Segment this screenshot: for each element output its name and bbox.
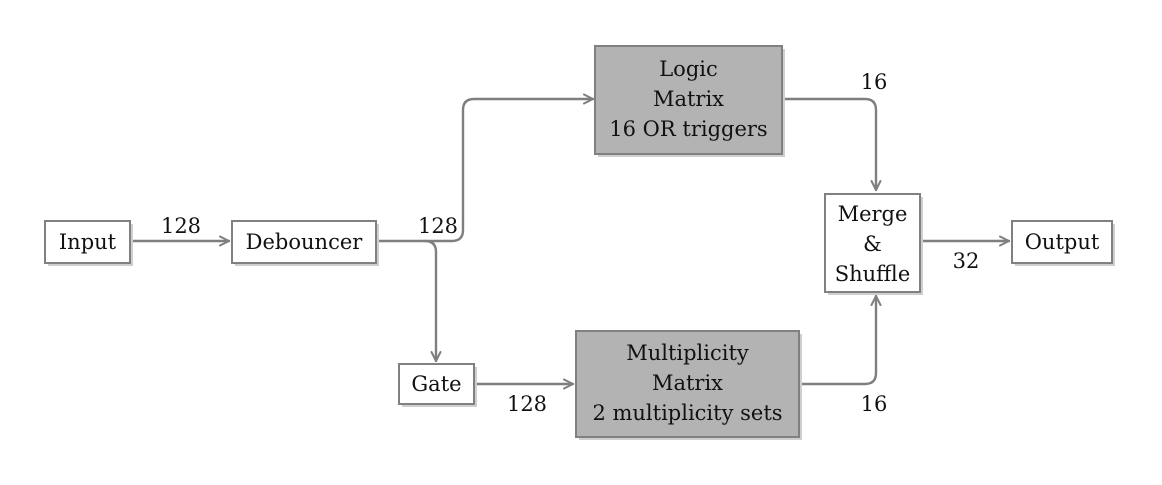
edge-label-debouncer-out: 128 bbox=[418, 214, 458, 238]
edge-label-merge-to-output: 32 bbox=[953, 249, 980, 273]
node-output-box bbox=[1011, 220, 1113, 264]
edge-label-input-to-debouncer: 128 bbox=[161, 214, 201, 238]
node-multiplicity-matrix-line-1: Multiplicity bbox=[626, 341, 749, 365]
node-merge-shuffle-line-3: Shuffle bbox=[835, 262, 911, 286]
node-merge-shuffle: Merge & Shuffle bbox=[824, 193, 923, 295]
edges bbox=[129, 93, 1011, 390]
edge-debouncer-to-gate bbox=[423, 239, 442, 363]
node-merge-shuffle-line-1: Merge bbox=[838, 202, 908, 226]
node-debouncer: Debouncer bbox=[231, 220, 379, 266]
edge-label-multiplicity-to-merge: 16 bbox=[861, 392, 888, 416]
edge-multiplicity-matrix-to-merge bbox=[800, 294, 882, 386]
node-input-label: Input bbox=[59, 230, 117, 254]
node-output-label: Output bbox=[1025, 230, 1100, 254]
node-debouncer-label: Debouncer bbox=[246, 230, 364, 254]
edge-debouncer-to-logic-matrix bbox=[376, 93, 595, 243]
edge-logic-matrix-to-merge bbox=[782, 97, 882, 192]
node-gate: Gate bbox=[398, 363, 477, 407]
edge-label-logic-to-merge: 16 bbox=[861, 70, 888, 94]
node-multiplicity-matrix: Multiplicity Matrix 2 multiplicity sets bbox=[575, 330, 802, 440]
node-logic-matrix-line-3: 16 OR triggers bbox=[609, 117, 767, 141]
node-output: Output bbox=[1011, 220, 1115, 266]
edge-labels: 128 128 128 16 16 32 bbox=[161, 70, 979, 416]
node-merge-shuffle-line-2: & bbox=[863, 232, 882, 256]
node-multiplicity-matrix-line-3: 2 multiplicity sets bbox=[592, 401, 782, 425]
node-logic-matrix-box bbox=[594, 45, 783, 155]
node-input-box bbox=[44, 220, 131, 264]
edge-label-gate-to-multiplicity: 128 bbox=[507, 392, 547, 416]
node-debouncer-box bbox=[231, 220, 377, 264]
node-gate-box bbox=[398, 363, 475, 405]
node-input: Input bbox=[44, 220, 133, 266]
node-merge-shuffle-box bbox=[824, 193, 921, 293]
node-gate-label: Gate bbox=[411, 372, 461, 396]
node-multiplicity-matrix-line-2: Matrix bbox=[652, 371, 723, 395]
node-logic-matrix-line-1: Logic bbox=[659, 57, 718, 81]
node-multiplicity-matrix-box bbox=[575, 330, 800, 438]
node-logic-matrix: Logic Matrix 16 OR triggers bbox=[594, 45, 785, 157]
node-logic-matrix-line-2: Matrix bbox=[653, 87, 724, 111]
